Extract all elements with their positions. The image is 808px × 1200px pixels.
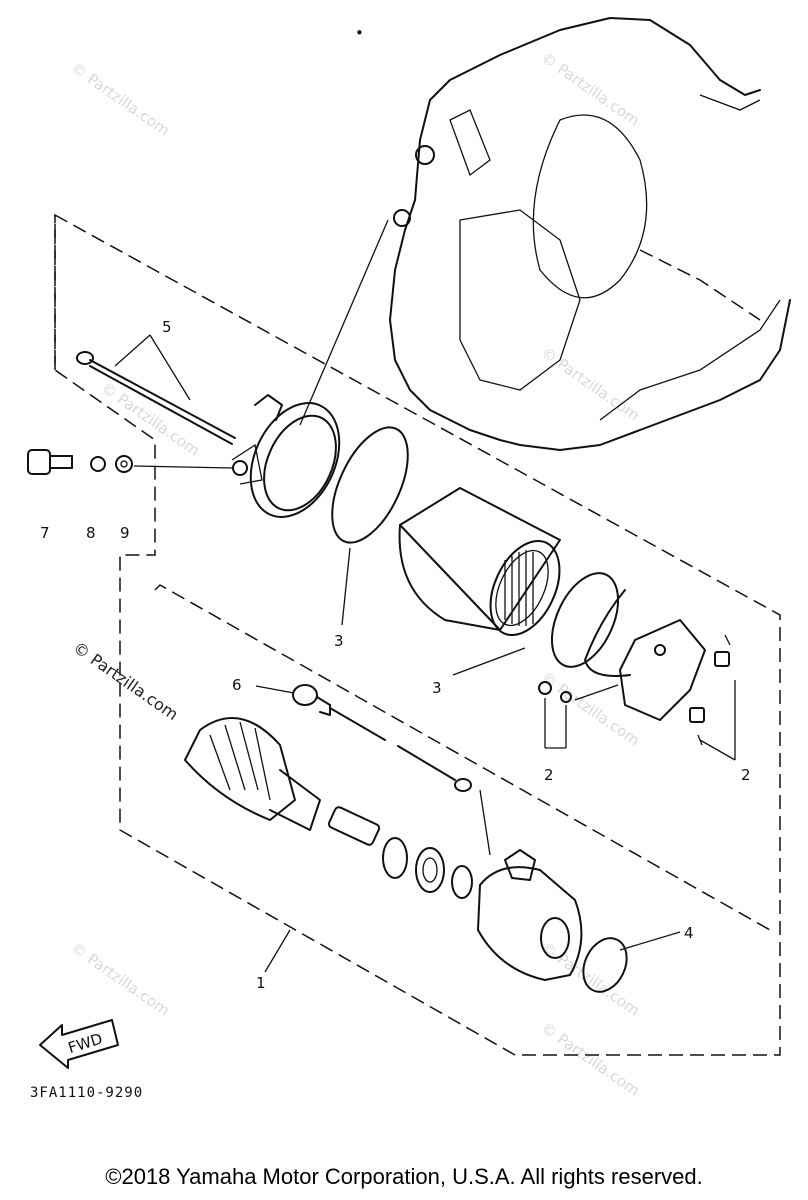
callout-4: 4 [684, 924, 694, 942]
fwd-arrow: FWD [39, 1019, 119, 1069]
armature [184, 717, 381, 846]
yoke [398, 487, 561, 637]
starter-motor-diagram: © Partzilla.com © Partzilla.com © Partzi… [27, 17, 791, 1101]
watermark: © Partzilla.com [538, 1019, 643, 1100]
brush-holder [538, 589, 736, 761]
watermarks: © Partzilla.com © Partzilla.com © Partzi… [68, 49, 643, 1100]
o-rings [331, 426, 620, 676]
watermark: © Partzilla.com [68, 939, 173, 1020]
callout-6: 6 [232, 676, 242, 694]
callout-2-left: 2 [544, 766, 554, 784]
copyright-notice: ©2018 Yamaha Motor Corporation, U.S.A. A… [105, 1164, 703, 1189]
watermark: © Partzilla.com [538, 49, 643, 130]
front-cover [231, 219, 389, 518]
callouts: 5 7 8 9 3 3 6 2 2 4 1 [40, 318, 751, 992]
watermark: © Partzilla.com [538, 344, 643, 425]
callout-3-lower: 3 [432, 679, 442, 697]
bearing-washers [382, 837, 473, 899]
part-code: 3FA1110-9290 [30, 1085, 143, 1101]
callout-9: 9 [120, 524, 130, 542]
callout-3-upper: 3 [334, 632, 344, 650]
terminal-rod [255, 684, 491, 856]
watermark: © Partzilla.com [68, 59, 173, 140]
assembly-outline [54, 213, 781, 1056]
top-mark: • [355, 24, 364, 42]
callout-7: 7 [40, 524, 50, 542]
callout-5: 5 [162, 318, 172, 336]
through-bolts [76, 334, 236, 445]
fwd-label: FWD [66, 1030, 105, 1057]
callout-leader-1 [264, 929, 291, 973]
watermark: © Partzilla.com [538, 669, 643, 750]
callout-8: 8 [86, 524, 96, 542]
callout-1: 1 [256, 974, 266, 992]
watermark-dark: © Partzilla.com [70, 638, 182, 724]
rear-cover [477, 849, 681, 993]
mounting-bolt-set [27, 449, 233, 475]
crankcase-outline [389, 17, 791, 451]
callout-2-right: 2 [741, 766, 751, 784]
